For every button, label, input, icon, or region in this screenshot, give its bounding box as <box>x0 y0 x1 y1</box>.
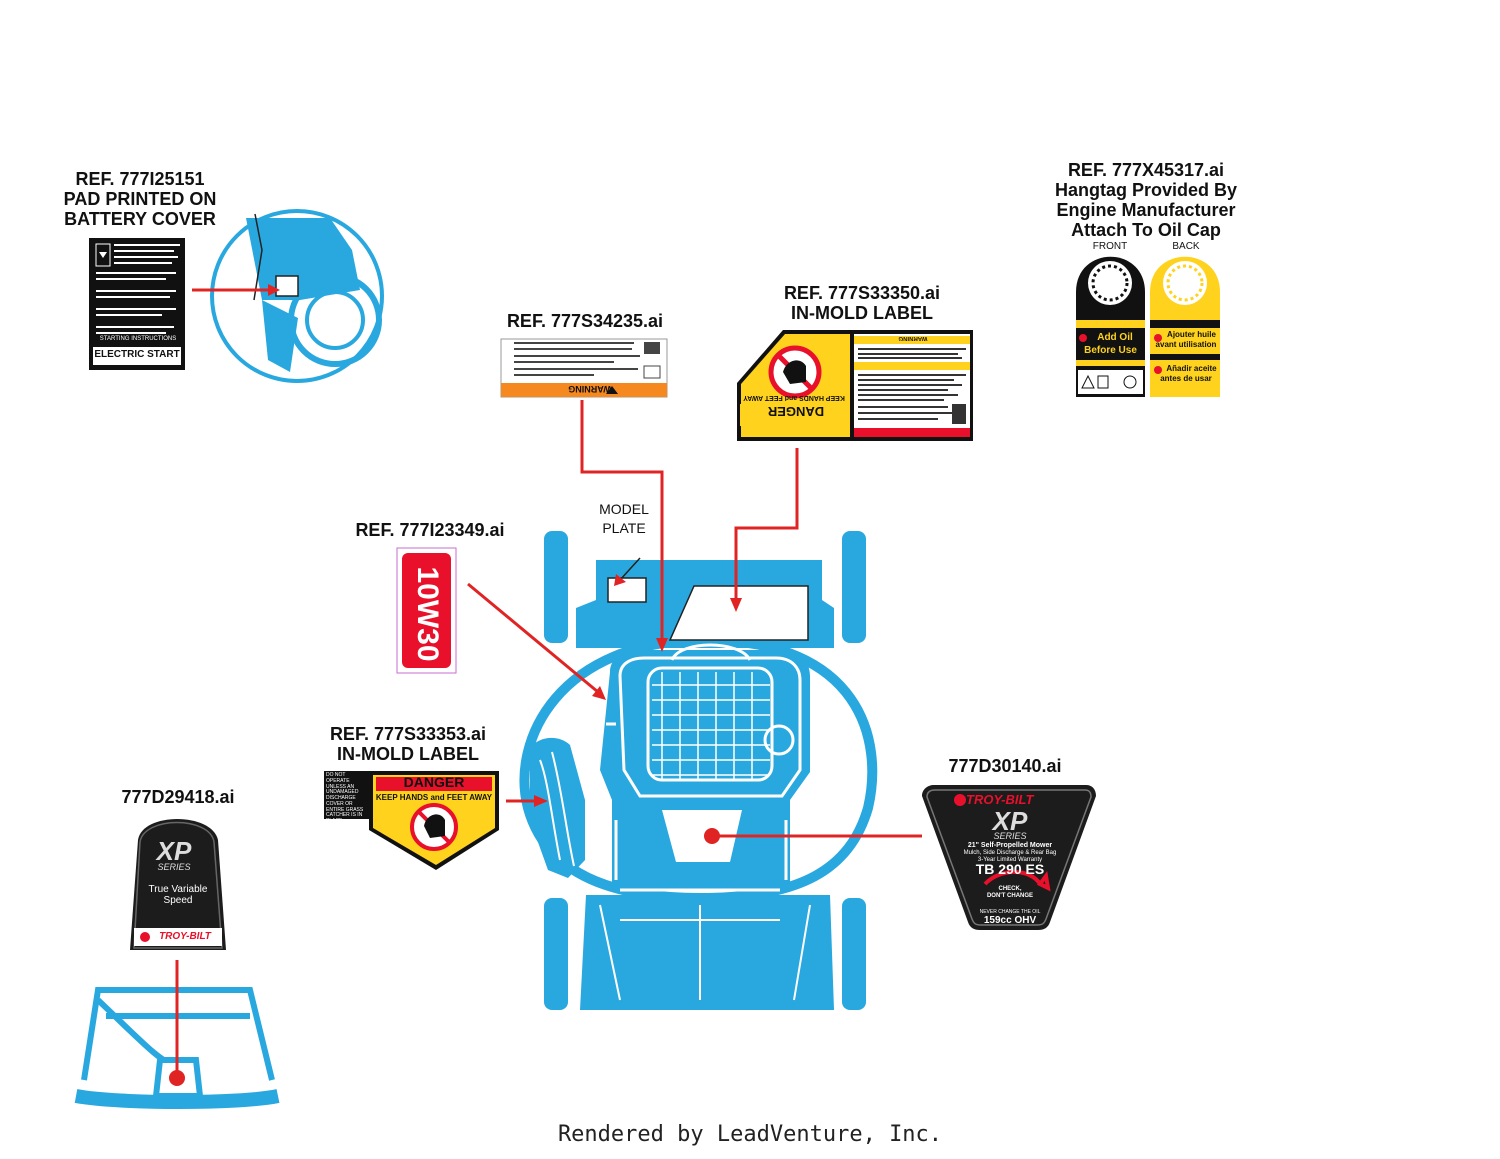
engine-badge-check2: DON'T CHANGE <box>986 893 1034 899</box>
footer-credit: Rendered by LeadVenture, Inc. <box>557 1122 943 1147</box>
in-mold-label-window <box>668 585 809 641</box>
engine-grille <box>652 672 770 780</box>
model-plate-window <box>607 577 647 603</box>
oil-label-777i23349[interactable] <box>396 547 457 674</box>
in-mold-top-title: REF. 777S33350.ai IN-MOLD LABEL <box>752 283 972 323</box>
model-plate-line1: MODEL <box>599 501 649 517</box>
in-mold-top-subtitle: IN-MOLD LABEL <box>791 303 933 324</box>
mower-deck-illustration <box>519 531 878 1010</box>
engine-badge-line2: Mulch, Side Discharge & Rear Bag <box>963 850 1057 856</box>
battery-cover-title: REF. 777I25151 PAD PRINTED ON BATTERY CO… <box>40 169 240 229</box>
engine-badge-engine: 159cc OHV <box>983 915 1037 926</box>
hangtag-front-text2: Before Use <box>1084 345 1137 356</box>
in-mold-left-note: DO NOT OPERATE UNLESS AN UNDAMAGED DISCH… <box>326 772 364 824</box>
hangtag-line2: Hangtag Provided By <box>1054 180 1238 201</box>
in-mold-left-title: REF. 777S33353.ai IN-MOLD LABEL <box>308 724 508 764</box>
hangtag-ref: REF. 777X45317.ai <box>1067 160 1225 180</box>
in-mold-label-777s33350[interactable] <box>737 330 973 441</box>
engine-badge-line1: 21" Self-Propelled Mower <box>967 842 1053 849</box>
battery-cover-label[interactable] <box>89 238 185 370</box>
hangtag-line4: Attach To Oil Cap <box>1071 220 1221 241</box>
handle-badge-ref: 777D29418.ai <box>121 787 235 807</box>
warning-label-777s34235[interactable] <box>500 338 668 398</box>
in-mold-top-keep: KEEP HANDS and FEET AWAY <box>743 394 845 401</box>
warning-label-title: REF. 777S34235.ai <box>480 311 690 331</box>
handle-badge-series-sub: SERIES <box>157 862 191 872</box>
in-mold-left-ref: REF. 777S33353.ai <box>329 724 487 744</box>
engine-badge-never: NEVER CHANGE THE OIL <box>979 909 1041 915</box>
engine-detail-lines <box>606 643 802 892</box>
engine-badge-series-sub: SERIES <box>993 831 1027 841</box>
oil-grade-text: 10W30 <box>411 566 444 662</box>
engine-badge-title: 777D30140.ai <box>910 756 1100 776</box>
handle-badge-title: 777D29418.ai <box>90 787 266 807</box>
oil-label-ref: REF. 777I23349.ai <box>355 520 505 540</box>
engine-badge-brand: TROY-BILT <box>966 792 1034 807</box>
hangtag-front: FRONT <box>1092 241 1128 252</box>
leader-arrowheads <box>169 284 742 1086</box>
hangtag-back-text1: Ajouter huile <box>1167 330 1216 339</box>
battery-cover-detail-circle <box>210 209 384 383</box>
engine-badge-series: XP <box>992 806 1028 836</box>
in-mold-top-ref: REF. 777S33350.ai <box>783 283 941 303</box>
handle-badge-series: XP <box>156 836 192 866</box>
engine-badge-777d30140[interactable] <box>922 785 1096 930</box>
handle-badge-line1: True Variable <box>148 884 208 895</box>
warning-text: WARNING <box>568 384 612 394</box>
engine-badge-line3: 3-Year Limited Warranty <box>977 857 1043 863</box>
handle-badge-777d29418[interactable] <box>130 819 226 950</box>
electric-start-text: ELECTRIC START <box>94 349 180 360</box>
in-mold-top-warning: WARNING <box>898 335 928 341</box>
engine-badge-ref: 777D30140.ai <box>948 756 1062 776</box>
in-mold-top-danger: DANGER <box>767 404 825 419</box>
in-mold-left-danger: DANGER <box>403 774 465 790</box>
hangtag-front-text1: Add Oil <box>1097 332 1133 343</box>
battery-cover-line3: BATTERY COVER <box>64 209 216 230</box>
battery-cover-line2: PAD PRINTED ON <box>63 189 217 210</box>
warning-label-ref: REF. 777S34235.ai <box>506 311 664 331</box>
in-mold-label-777s33353[interactable] <box>324 771 499 870</box>
model-plate-line2: PLATE <box>602 519 646 536</box>
rear-chute-detail <box>599 904 811 1001</box>
side-panel-detail <box>539 751 575 867</box>
starting-instructions-text: STARTING INSTRUCTIONS <box>99 336 177 342</box>
leader-lines <box>175 288 922 1072</box>
hangtag-back-text3: Añadir aceite <box>1166 364 1217 373</box>
oil-label-title: REF. 777I23349.ai <box>330 520 530 540</box>
engine-badge-model: TB 290 ES <box>975 861 1045 877</box>
hangtag-title: REF. 777X45317.ai Hangtag Provided By En… <box>1030 160 1262 241</box>
hangtag-back: BACK <box>1172 241 1200 252</box>
model-plate-label: MODEL PLATE <box>582 500 666 538</box>
in-mold-left-subtitle: IN-MOLD LABEL <box>337 744 479 765</box>
hangtag-line3: Engine Manufacturer <box>1056 200 1236 221</box>
handle-badge-brand: TROY-BILT <box>159 931 211 942</box>
battery-cover-ref: REF. 777I25151 <box>75 169 205 189</box>
handle-badge-line2: Speed <box>163 895 193 906</box>
hangtag-777x45317[interactable] <box>1076 256 1220 397</box>
hangtag-back-text4: antes de usar <box>1160 374 1212 383</box>
hangtag-back-text2: avant utilisation <box>1155 340 1217 349</box>
engine-badge-check1: CHECK, <box>998 886 1022 892</box>
in-mold-left-keep: KEEP HANDS and FEET AWAY <box>375 793 493 802</box>
